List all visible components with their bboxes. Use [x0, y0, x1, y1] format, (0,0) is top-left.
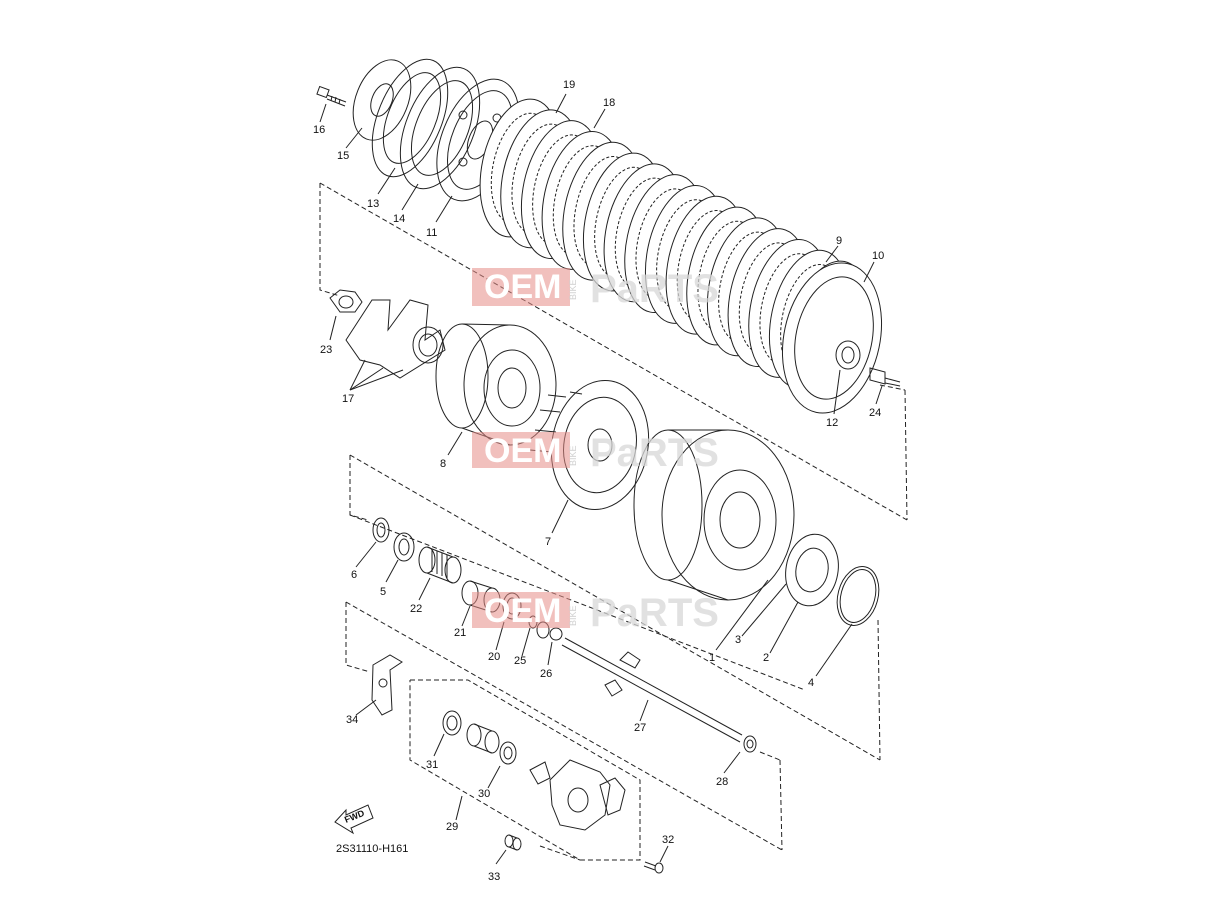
- part-label-17: 17: [342, 393, 354, 405]
- part-label-27: 27: [634, 722, 646, 734]
- part-label-32: 32: [662, 834, 674, 846]
- gear-2: [785, 533, 839, 607]
- part-label-22: 22: [410, 603, 422, 615]
- part-label-15: 15: [337, 150, 349, 162]
- release-lever-housing: [529, 759, 626, 831]
- nut-23: [329, 289, 363, 313]
- bracket-34: [371, 654, 403, 716]
- bolt-16: [316, 85, 347, 107]
- clutch-boss-8: [435, 323, 557, 446]
- part-label-11: 11: [426, 227, 437, 239]
- part-label-4: 4: [808, 677, 814, 689]
- push-rod-24: [869, 367, 901, 387]
- part-label-18: 18: [603, 97, 615, 109]
- lock-washers-17: [345, 299, 446, 379]
- pin-33: [504, 834, 522, 851]
- part-label-10: 10: [872, 250, 884, 262]
- part-label-7: 7: [545, 536, 551, 548]
- upper-assembly-frame: [319, 182, 908, 521]
- lower-assembly-frame: [345, 601, 783, 851]
- circlip-4: [836, 566, 880, 626]
- watermark-3: OEM BIKE PaRTS: [472, 591, 719, 635]
- part-label-33: 33: [488, 871, 500, 883]
- washer-5: [393, 532, 415, 562]
- spring-plate-13: [371, 58, 449, 178]
- part-label-26: 26: [540, 668, 552, 680]
- watermark-2: OEM BIKE PaRTS: [472, 431, 719, 475]
- part-label-19: 19: [563, 79, 575, 91]
- clutch-plate-stack: [479, 98, 883, 414]
- part-label-12: 12: [826, 417, 838, 429]
- part-label-1: 1: [709, 652, 715, 664]
- svg-text:PaRTS: PaRTS: [590, 267, 719, 311]
- part-label-31: 31: [426, 759, 438, 771]
- svg-text:OEM: OEM: [484, 268, 561, 306]
- part-numbers: 16 15 13 14 11 19 18 9 10 12 24 23 17 8 …: [313, 79, 884, 883]
- push-rod-27: [561, 637, 743, 743]
- middle-assembly-frame: [349, 454, 881, 761]
- washer-6: [372, 517, 390, 543]
- part-label-3: 3: [735, 634, 741, 646]
- watermark-1: OEM BIKE PaRTS: [472, 267, 719, 311]
- svg-text:BIKE: BIKE: [568, 605, 578, 626]
- seal-30: [499, 741, 517, 765]
- part-label-5: 5: [380, 586, 386, 598]
- svg-text:OEM: OEM: [484, 432, 561, 470]
- clutch-housing-1: [633, 429, 795, 601]
- needle-bearing-22: [418, 546, 462, 584]
- part-label-21: 21: [454, 627, 466, 639]
- part-label-20: 20: [488, 651, 500, 663]
- svg-text:BIKE: BIKE: [568, 279, 578, 300]
- seal-28: [743, 735, 757, 753]
- part-label-13: 13: [367, 198, 379, 210]
- part-label-23: 23: [320, 344, 332, 356]
- svg-text:PaRTS: PaRTS: [590, 591, 719, 635]
- bearing-12: [835, 340, 861, 370]
- svg-text:PaRTS: PaRTS: [590, 431, 719, 475]
- part-label-24: 24: [869, 407, 881, 419]
- part-label-29: 29: [446, 821, 458, 833]
- leader-lines: [319, 93, 883, 865]
- part-label-34: 34: [346, 714, 358, 726]
- svg-text:OEM: OEM: [484, 592, 561, 630]
- oil-seal-31: [442, 710, 462, 736]
- part-label-25: 25: [514, 655, 526, 667]
- part-label-30: 30: [478, 788, 490, 800]
- bolt-32: [643, 861, 664, 874]
- part-label-14: 14: [393, 213, 405, 225]
- fwd-arrow-icon: [334, 804, 374, 835]
- svg-text:BIKE: BIKE: [568, 445, 578, 466]
- part-label-8: 8: [440, 458, 446, 470]
- part-label-9: 9: [836, 235, 842, 247]
- oil-pump-frame: [409, 679, 641, 861]
- friction-plate-10: [781, 262, 883, 414]
- clutch-plate-inner: [573, 156, 636, 268]
- friction-plate-10-inner: [794, 276, 874, 400]
- bushing-part: [466, 723, 500, 754]
- part-label-16: 16: [313, 124, 325, 136]
- part-label-28: 28: [716, 776, 728, 788]
- diagram-code: 2S31110-H161: [336, 843, 408, 855]
- pressure-plate-15: [352, 59, 412, 141]
- part-label-6: 6: [351, 569, 357, 581]
- part-label-2: 2: [763, 652, 769, 664]
